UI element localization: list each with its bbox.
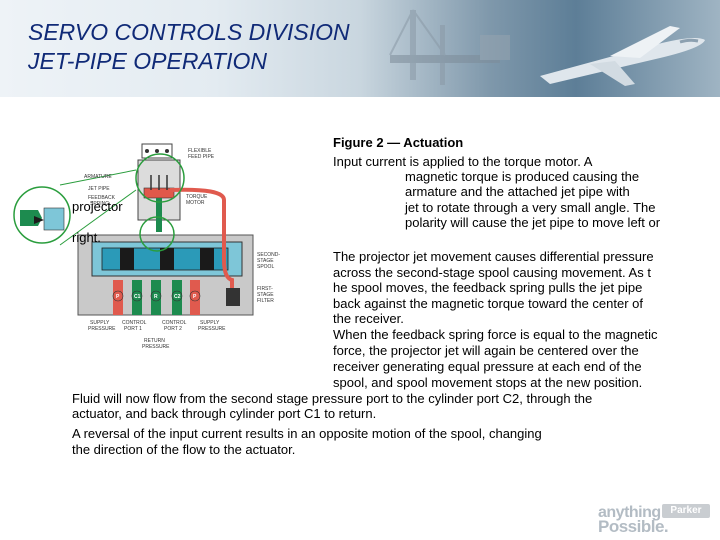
title-line-2: JET-PIPE OPERATION xyxy=(28,48,267,74)
brand-footer: anything Possible. Parker xyxy=(598,500,716,536)
header-banner: SERVO CONTROLS DIVISION JET-PIPE OPERATI… xyxy=(0,0,720,97)
p3-line-3: receiver generating equal pressure at ea… xyxy=(333,359,642,374)
label-supply-l2: PRESSURE xyxy=(88,326,116,332)
title-line-1: SERVO CONTROLS DIVISION xyxy=(28,19,350,45)
p1-line-1: Input current is applied to the torque m… xyxy=(333,154,593,169)
p4-line-1: Fluid will now flow from the second stag… xyxy=(72,391,593,406)
p1-line-5: polarity will cause the jet pipe to move… xyxy=(405,215,661,230)
label-stage: STAGE xyxy=(257,258,274,264)
p1-line-3: armature and the attached jet pipe with xyxy=(405,184,630,199)
page-title: SERVO CONTROLS DIVISION JET-PIPE OPERATI… xyxy=(28,18,350,76)
oil-rig-image xyxy=(389,9,510,85)
p3-line-2: force, the projector jet will again be c… xyxy=(333,343,639,358)
port-p-left: P xyxy=(116,294,120,300)
p4-line-2: actuator, and back through cylinder port… xyxy=(72,406,377,421)
figure-caption: Figure 2 — Actuation xyxy=(333,135,464,150)
p1-line-4: jet to rotate through a very small angle… xyxy=(405,200,656,215)
label-return-1: RETURN xyxy=(144,338,165,344)
p2-line-1: The projector jet movement causes differ… xyxy=(333,249,654,264)
label-armature: ARMATURE xyxy=(84,174,112,180)
aircraft-image xyxy=(540,26,705,86)
p2-line-5: the receiver. xyxy=(333,311,404,326)
label-control-2b: PORT 2 xyxy=(164,326,182,332)
label-right: right. xyxy=(72,230,101,245)
p2-line-2: across the second-stage spool causing mo… xyxy=(333,265,651,280)
label-stage-2: STAGE xyxy=(257,292,274,298)
label-first: FIRST- xyxy=(257,286,273,292)
label-second: SECOND- xyxy=(257,252,280,258)
label-spool: SPOOL xyxy=(257,264,274,270)
label-flexible: FLEXIBLE xyxy=(188,148,212,154)
label-feed-pipe: FEED PIPE xyxy=(188,154,215,160)
port-c2: C2 xyxy=(174,294,181,300)
port-p-right: P xyxy=(193,294,197,300)
label-supply-l1: SUPPLY xyxy=(90,320,110,326)
jet-pipe-servo-diagram: FLEXIBLE FEED PIPE ARMATURE JET PIPE FEE… xyxy=(13,143,280,350)
brand-tagline-1: anything xyxy=(598,504,661,521)
parker-logo: Parker xyxy=(662,504,710,518)
label-motor: MOTOR xyxy=(186,200,205,206)
label-projector: projector xyxy=(72,199,123,214)
p3-line-1: When the feedback spring force is equal … xyxy=(333,327,658,342)
p5-line-1: A reversal of the input current results … xyxy=(72,426,542,441)
label-spring: SPRING xyxy=(90,201,109,207)
p3-line-4: spool, and spool movement stops at the n… xyxy=(333,375,643,390)
port-c1: C1 xyxy=(134,294,141,300)
label-supply-r1: SUPPLY xyxy=(200,320,220,326)
label-control-2a: CONTROL xyxy=(162,320,187,326)
label-torque: TORQUE xyxy=(186,194,208,200)
label-control-1a: CONTROL xyxy=(122,320,147,326)
p2-line-4: back against the magnetic torque toward … xyxy=(333,296,644,311)
label-jet-pipe: JET PIPE xyxy=(88,186,110,192)
port-r: R xyxy=(154,294,158,300)
p5-line-2: the direction of the flow to the actuato… xyxy=(72,442,296,457)
label-filter: FILTER xyxy=(257,298,274,304)
label-control-1b: PORT 1 xyxy=(124,326,142,332)
label-return-2: PRESSURE xyxy=(142,344,170,350)
label-supply-r2: PRESSURE xyxy=(198,326,226,332)
brand-tagline-2: Possible. xyxy=(598,517,669,536)
p2-line-3: he spool moves, the feedback spring pull… xyxy=(333,280,643,295)
p1-line-2: magnetic torque is produced causing the xyxy=(405,169,640,184)
label-feedback: FEEDBACK xyxy=(88,195,116,201)
